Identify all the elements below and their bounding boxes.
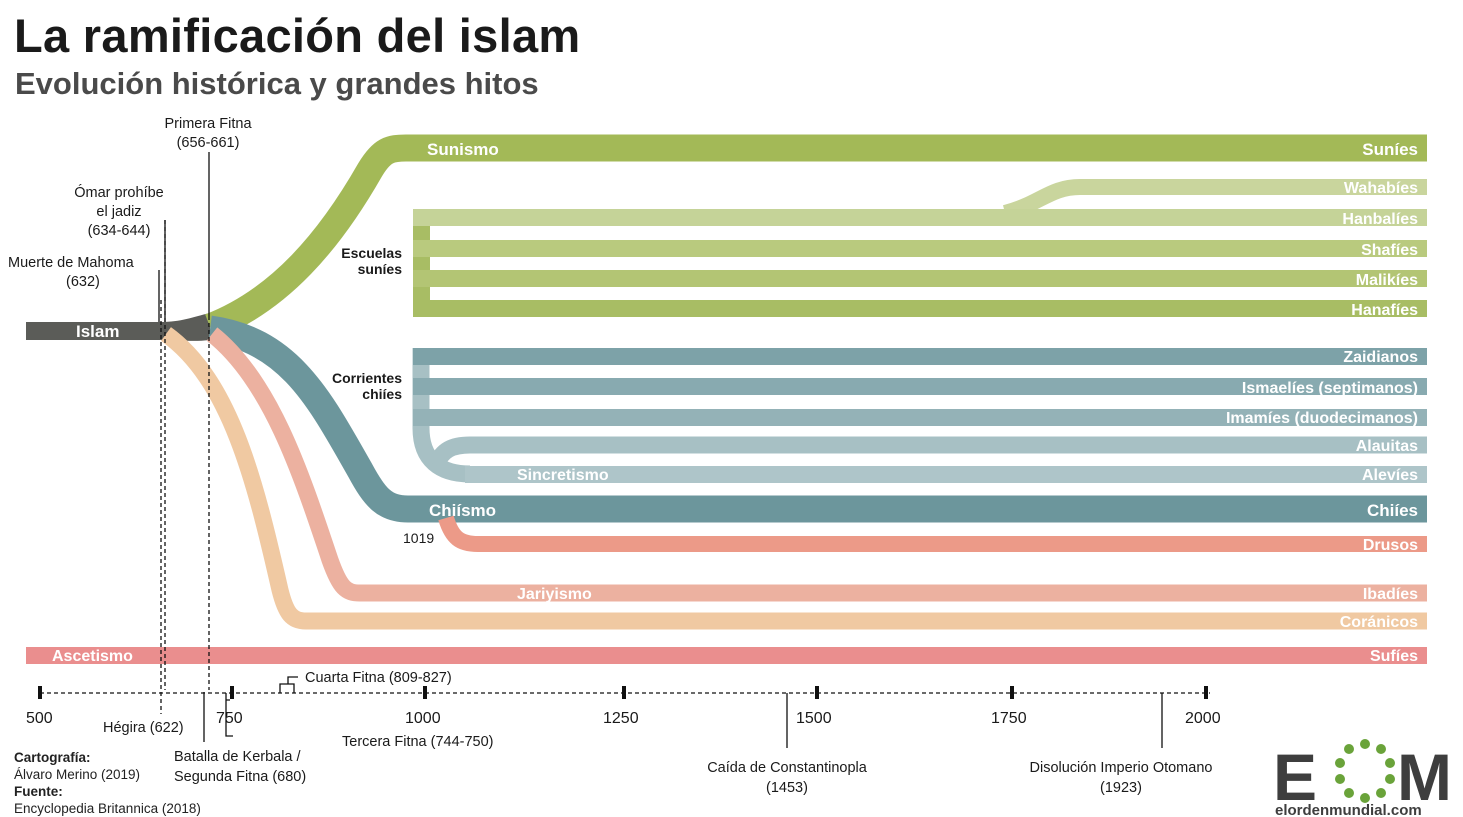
chiies-label: Chiíes	[1367, 501, 1418, 520]
cuarta-fitna-bracket	[279, 676, 298, 693]
sunismo-label: Sunismo	[427, 140, 499, 159]
drusos-year-label: 1019	[403, 530, 434, 546]
imamies-branch	[413, 409, 1427, 426]
ismaelies-label: Ismaelíes (septimanos)	[1242, 380, 1418, 397]
shafies-label: Shafíes	[1361, 242, 1418, 259]
malikies-branch	[413, 270, 1427, 287]
fuente-label: Fuente:	[14, 784, 63, 799]
axis-tick-label: 500	[26, 710, 53, 727]
page-title: La ramificación del islam	[14, 9, 581, 62]
axis-tick	[1204, 686, 1208, 699]
zaidianos-label: Zaidianos	[1343, 349, 1418, 366]
tercera-fitna-label: Tercera Fitna (744-750)	[342, 734, 494, 750]
axis-tick-label: 1750	[991, 710, 1027, 727]
cartografia-value: Álvaro Merino (2019)	[14, 767, 141, 782]
chiismo-label: Chiísmo	[429, 501, 496, 520]
eom-logo: E M elordenmundial.com	[1273, 739, 1452, 816]
axis-tick-labels: 500 750 1000 1250 1500 1750 2000	[26, 710, 1221, 727]
kerbala-label: Batalla de Kerbala /Segunda Fitna (680)	[174, 749, 306, 785]
coranicos-branch	[160, 327, 1427, 630]
hanbalies-branch	[413, 209, 1427, 226]
drusos-label: Drusos	[1363, 537, 1418, 554]
alauitas-label: Alauitas	[1356, 438, 1418, 455]
muerte-mahoma-label: Muerte de Mahoma(632)	[8, 255, 135, 290]
sufies-label: Sufíes	[1370, 648, 1418, 665]
ismaelies-branch	[413, 378, 1427, 395]
islam-label: Islam	[76, 322, 119, 341]
hanafies-branch	[413, 300, 1427, 317]
otomano-label: Disolución Imperio Otomano(1923)	[1030, 760, 1213, 796]
axis-ticks	[38, 686, 1208, 699]
ibadies-label: Ibadíes	[1363, 586, 1418, 603]
axis-tick-label: 1250	[603, 710, 639, 727]
drusos-branch	[438, 515, 1427, 552]
hanafies-label: Hanafíes	[1351, 302, 1418, 319]
axis-tick-label: 1000	[405, 710, 441, 727]
alevies-label: Alevíes	[1362, 467, 1418, 484]
sunies-label: Suníes	[1362, 140, 1418, 159]
alauitas-branch	[428, 436, 1427, 469]
fuente-value: Encyclopedia Britannica (2018)	[14, 801, 201, 816]
shafies-branch	[413, 240, 1427, 257]
axis-tick-label: 750	[216, 710, 243, 727]
coranicos-label: Coránicos	[1340, 614, 1418, 631]
islam-trunk	[26, 313, 210, 341]
hegira-label: Hégira (622)	[103, 720, 184, 736]
logo-dot-ring	[1335, 739, 1395, 803]
wahabies-label: Wahabíes	[1344, 180, 1418, 197]
ascetismo-label: Ascetismo	[52, 648, 133, 665]
jariyismo-label: Jariyismo	[517, 586, 592, 603]
alevies-branch	[465, 466, 1427, 483]
axis-tick	[423, 686, 427, 699]
logo-letter-e: E	[1273, 740, 1317, 814]
constantinopla-label: Caída de Constantinopla(1453)	[707, 760, 868, 796]
credits: Cartografía: Álvaro Merino (2019) Fuente…	[14, 749, 201, 817]
tercera-fitna-bracket	[225, 693, 233, 737]
cartografia-label: Cartografía:	[14, 750, 91, 765]
sincretismo-label: Sincretismo	[517, 467, 609, 484]
axis-tick-label: 1500	[796, 710, 832, 727]
escuelas-sunies-bracket	[413, 209, 430, 317]
logo-url: elordenmundial.com	[1275, 802, 1422, 816]
chiismo-branch	[207, 315, 1427, 523]
cuarta-fitna-label: Cuarta Fitna (809-827)	[305, 670, 452, 686]
primera-fitna-label: Primera Fitna(656-661)	[164, 116, 252, 151]
logo-letter-m: M	[1397, 740, 1452, 814]
jariyismo-branch	[206, 327, 1427, 602]
zaidianos-branch	[413, 348, 1427, 365]
page-subtitle: Evolución histórica y grandes hitos	[15, 66, 539, 101]
ascetismo-branch	[26, 647, 1427, 664]
sunismo-branch	[204, 134, 1427, 340]
axis-tick	[815, 686, 819, 699]
axis-tick	[1010, 686, 1014, 699]
axis-tick	[622, 686, 626, 699]
axis-tick	[230, 686, 234, 699]
axis-tick-label: 2000	[1185, 710, 1221, 727]
axis-tick	[38, 686, 42, 699]
malikies-label: Malikíes	[1356, 272, 1418, 289]
hanbalies-label: Hanbalíes	[1342, 211, 1418, 228]
imamies-label: Imamíes (duodecimanos)	[1226, 410, 1418, 427]
